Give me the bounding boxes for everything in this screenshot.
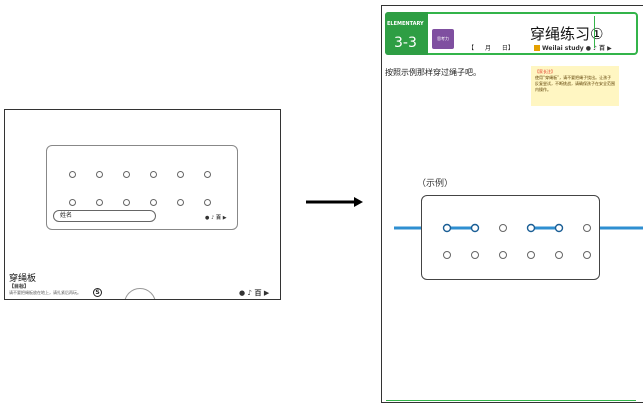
example-hole <box>527 251 535 259</box>
name-field[interactable]: 姓名 <box>53 210 156 222</box>
level-box: ELEMENTARY 3-3 <box>385 12 428 55</box>
board-hole <box>69 199 76 206</box>
board-hole <box>204 171 211 178</box>
board-hole <box>177 171 184 178</box>
example-hole <box>442 223 452 233</box>
board-hole <box>96 171 103 178</box>
example-hole <box>443 251 451 259</box>
brand-logo: Weilai study ● ♪ 百 ▶ <box>534 43 612 52</box>
bottom-rule <box>386 400 636 401</box>
brand-icon <box>534 45 540 51</box>
example-hole <box>555 251 563 259</box>
left-page-logo: ● ♪ 百 ▶ <box>239 289 270 297</box>
board-hole <box>96 199 103 206</box>
safety-mark-icon: S <box>93 288 102 297</box>
example-hole <box>526 223 536 233</box>
date-day-label: 日】 <box>501 45 514 52</box>
board-hole <box>123 171 130 178</box>
example-hole <box>583 251 591 259</box>
left-page-description: 请不要把绳板放在地上，请扎紧后再玩。 <box>9 290 81 295</box>
date-month-label: 月 <box>484 45 491 52</box>
page-tab-semicircle <box>124 288 156 299</box>
board-hole <box>69 171 76 178</box>
skill-badge: 思考力 <box>432 29 454 49</box>
board-hole <box>204 199 211 206</box>
example-hole <box>499 224 507 232</box>
left-worksheet-page: 姓名 ● ♪ 百 ▶ 穿绳板 【目标】 请不要把绳板放在地上，请扎紧后再玩。 S… <box>4 109 281 300</box>
example-lacing-board <box>421 195 600 280</box>
left-page-tag: 【目标】 <box>9 284 30 290</box>
example-hole <box>471 251 479 259</box>
board-hole <box>177 199 184 206</box>
example-holes <box>442 223 591 259</box>
level-number: 3-3 <box>394 35 417 51</box>
board-hole <box>123 199 130 206</box>
parent-note-text: 使用“穿绳板”，请不要把绳子绕出。让孩子反复尝试，不断挑战，请确保孩子在安全范围… <box>535 75 615 92</box>
date-open-bracket: 【 <box>468 45 475 52</box>
example-hole <box>470 223 480 233</box>
board-hole <box>150 199 157 206</box>
page-title: 穿绳练习① <box>530 25 604 43</box>
title-divider <box>594 16 595 48</box>
example-hole <box>499 251 507 259</box>
board-logo: ● ♪ 百 ▶ <box>205 215 227 221</box>
level-label: ELEMENTARY <box>387 21 424 27</box>
parent-note: 【家长注】 使用“穿绳板”，请不要把绳子绕出。让孩子反复尝试，不断挑战，请确保孩… <box>531 66 619 106</box>
instruction-text: 按照示例那样穿过绳子吧。 <box>385 68 481 77</box>
date-field[interactable]: 【 月 日】 <box>468 43 514 52</box>
lacing-board <box>46 145 238 230</box>
board-hole <box>150 171 157 178</box>
left-page-title: 穿绳板 <box>9 274 37 284</box>
example-label: （示例） <box>417 179 454 189</box>
brand-text: Weilai study ● ♪ 百 ▶ <box>542 45 612 52</box>
right-arrow-icon <box>306 197 363 207</box>
right-worksheet-page: ELEMENTARY 3-3 思考力 穿绳练习① 【 月 日】 Weilai s… <box>381 5 643 403</box>
example-hole <box>554 223 564 233</box>
example-hole <box>583 224 591 232</box>
parent-note-tag: 【家长注】 <box>535 69 555 74</box>
